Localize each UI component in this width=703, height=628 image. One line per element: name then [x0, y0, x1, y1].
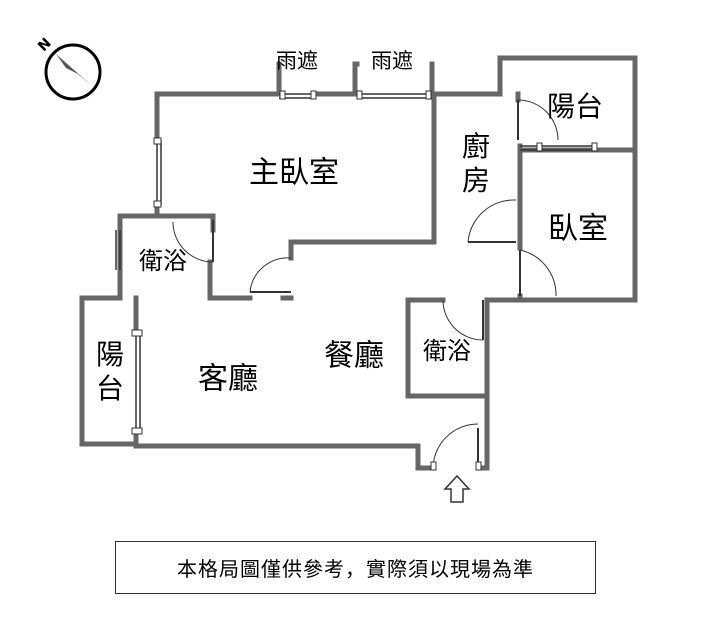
windows	[115, 90, 598, 435]
disclaimer-box: 本格局圖僅供參考，實際須以現場為準	[115, 541, 596, 594]
entrance-arrow-icon	[443, 474, 471, 503]
bath-right-label: 衛浴	[423, 337, 471, 365]
compass-icon: N	[35, 35, 102, 101]
awning-right-label: 雨遮	[371, 49, 413, 73]
kitchen-label-2: 房	[462, 164, 490, 197]
balcony-left-label-2: 台	[96, 372, 124, 405]
balcony-top-label: 陽台	[547, 90, 603, 123]
walls	[79, 55, 638, 471]
bedroom-label: 臥室	[548, 212, 608, 247]
balcony-left-label-1: 陽	[96, 338, 124, 371]
doors	[172, 99, 559, 471]
bath-left-label: 衛浴	[139, 247, 187, 275]
master-bedroom-label: 主臥室	[249, 156, 339, 191]
dining-room-label: 餐廳	[324, 339, 384, 374]
compass-north-label: N	[35, 35, 55, 55]
awning-left-label: 雨遮	[276, 49, 318, 73]
disclaimer-text: 本格局圖僅供參考，實際須以現場為準	[177, 557, 534, 581]
room-labels: 主臥室 雨遮 雨遮 陽台 廚 房 臥室 衛浴 衛浴 陽 台 客廳 餐廳	[96, 49, 608, 405]
living-room-label: 客廳	[198, 362, 258, 397]
kitchen-label-1: 廚	[462, 130, 490, 163]
